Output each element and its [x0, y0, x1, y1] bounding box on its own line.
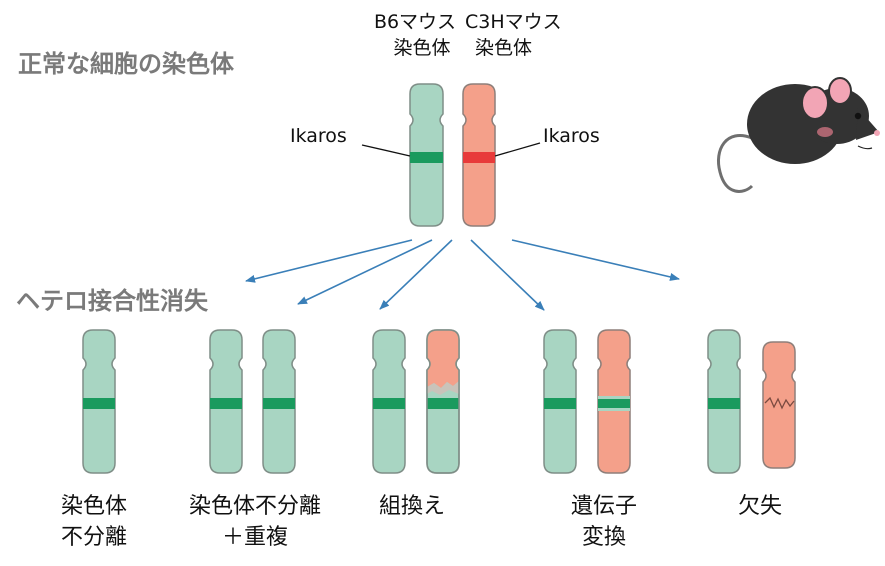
caption-nondisjunction-duplication-line1: 染色体不分離: [188, 494, 321, 519]
strain-label-c3h: C3Hマウス 染色体: [465, 9, 575, 61]
caption-gene-conversion-line1: 遺伝子: [570, 494, 637, 519]
arrow-nondisjunction: [245, 239, 413, 283]
mech5-b6-chromosome: [707, 329, 741, 474]
b6-ikaros-band: [410, 152, 443, 163]
arrows: [245, 239, 680, 311]
mech3-recombinant-chromosome: [426, 329, 460, 474]
strain-label-b6: B6マウス 染色体: [370, 9, 460, 61]
caption-deletion-line1: 欠失: [737, 494, 782, 519]
mech3-b6-chromosome: [372, 329, 406, 474]
mech5-deleted-chromosome: [762, 341, 796, 469]
mouse-icon: [717, 77, 880, 193]
c3h-chromosome-normal: [462, 83, 496, 227]
b6-chromosome-normal: [409, 83, 444, 227]
mech2-b6-chromosome-b: [262, 329, 296, 474]
arrow-recombination: [379, 239, 453, 310]
arrow-nondisjunction-dup: [297, 239, 433, 305]
mech4-converted-chromosome: [597, 329, 631, 474]
mech1-b6-chromosome: [82, 329, 116, 474]
caption-gene-conversion: 遺伝子 変換: [554, 491, 654, 553]
caption-recombination-line1: 組換え: [378, 494, 445, 519]
heading-normal-chromosomes: 正常な細胞の染色体: [18, 50, 234, 78]
gene-label-ikaros-left: Ikaros: [290, 125, 347, 147]
strain-b6-line1: B6マウス: [373, 11, 457, 33]
ikaros-left-leader: [361, 144, 411, 157]
caption-nondisjunction-duplication-line2: ＋重複: [221, 525, 288, 550]
heading-loh: ヘテロ接合性消失: [16, 287, 208, 315]
caption-recombination: 組換え: [362, 491, 462, 522]
mech2-b6-chromosome-a: [209, 329, 243, 474]
caption-nondisjunction: 染色体 不分離: [44, 491, 144, 553]
arrow-deletion: [511, 239, 680, 281]
caption-nondisjunction-line2: 不分離: [60, 525, 127, 550]
mech4-b6-chromosome: [543, 329, 577, 474]
caption-nondisjunction-line1: 染色体: [60, 494, 127, 519]
caption-nondisjunction-duplication: 染色体不分離 ＋重複: [175, 491, 335, 553]
c3h-ikaros-band: [463, 152, 495, 163]
arrow-gene-conversion: [470, 239, 545, 311]
strain-b6-line2: 染色体: [393, 37, 451, 59]
gene-label-ikaros-right: Ikaros: [543, 125, 600, 147]
caption-gene-conversion-line2: 変換: [581, 525, 626, 550]
ikaros-right-leader: [494, 142, 541, 157]
strain-c3h-line2: 染色体: [475, 37, 533, 59]
caption-deletion: 欠失: [710, 491, 810, 522]
strain-c3h-line1: C3Hマウス: [465, 11, 562, 33]
